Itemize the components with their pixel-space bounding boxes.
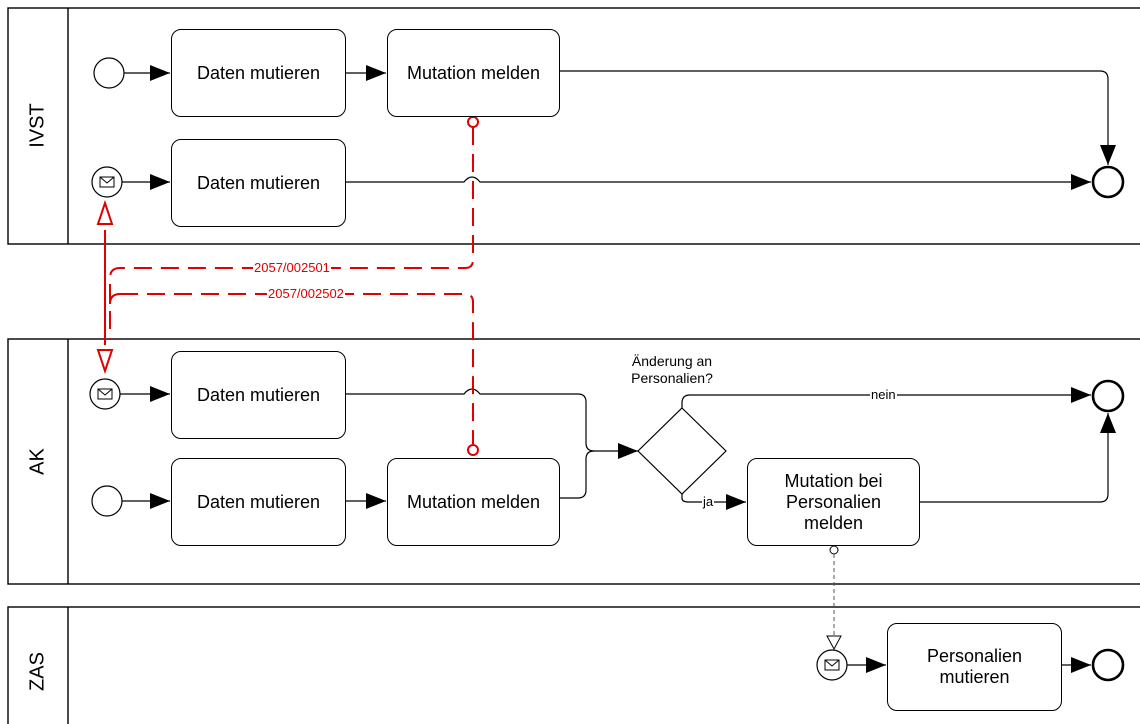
task-ivst-daten-mutieren-2[interactable]: Daten mutieren xyxy=(171,139,346,227)
end-event-zas xyxy=(1091,648,1125,682)
message-flow-red xyxy=(96,116,479,456)
gateway-question-label: Änderung an Personalien? xyxy=(631,353,713,386)
start-event-ak xyxy=(91,485,123,517)
task-ak-daten-mutieren-1[interactable]: Daten mutieren xyxy=(171,351,346,439)
task-zas-personalien-mutieren[interactable]: Personalien mutieren xyxy=(887,623,1062,711)
message-flow-label-1: 2057/002501 xyxy=(253,260,331,275)
message-start-event-zas xyxy=(816,649,848,681)
task-ivst-mutation-melden[interactable]: Mutation melden xyxy=(387,29,560,117)
exclusive-gateway xyxy=(637,407,727,495)
message-start-event-ak xyxy=(89,378,121,410)
sequence-flows-ivst xyxy=(122,65,1116,190)
pool-label-ak: AK xyxy=(26,448,49,475)
flow-label-no: nein xyxy=(870,387,897,402)
message-flow-label-2: 2057/002502 xyxy=(267,286,345,301)
message-start-event-ivst xyxy=(91,166,123,198)
end-event-ivst xyxy=(1091,165,1125,199)
flow-label-yes: ja xyxy=(702,494,715,509)
start-event-ivst xyxy=(93,57,125,89)
pool-ivst xyxy=(7,7,1140,245)
end-event-ak xyxy=(1091,379,1125,413)
sequence-flows-ak xyxy=(120,386,1116,510)
pool-label-zas: ZAS xyxy=(26,652,49,691)
pool-ak xyxy=(7,338,1140,585)
task-ak-daten-mutieren-2[interactable]: Daten mutieren xyxy=(171,458,346,546)
pool-zas xyxy=(7,606,1140,724)
message-flow-ak-zas xyxy=(826,545,842,651)
pool-label-ivst: IVST xyxy=(26,103,49,148)
task-ak-mutation-personalien[interactable]: Mutation bei Personalien melden xyxy=(747,458,920,546)
task-ak-mutation-melden[interactable]: Mutation melden xyxy=(387,458,560,546)
task-ivst-daten-mutieren-1[interactable]: Daten mutieren xyxy=(171,29,346,117)
